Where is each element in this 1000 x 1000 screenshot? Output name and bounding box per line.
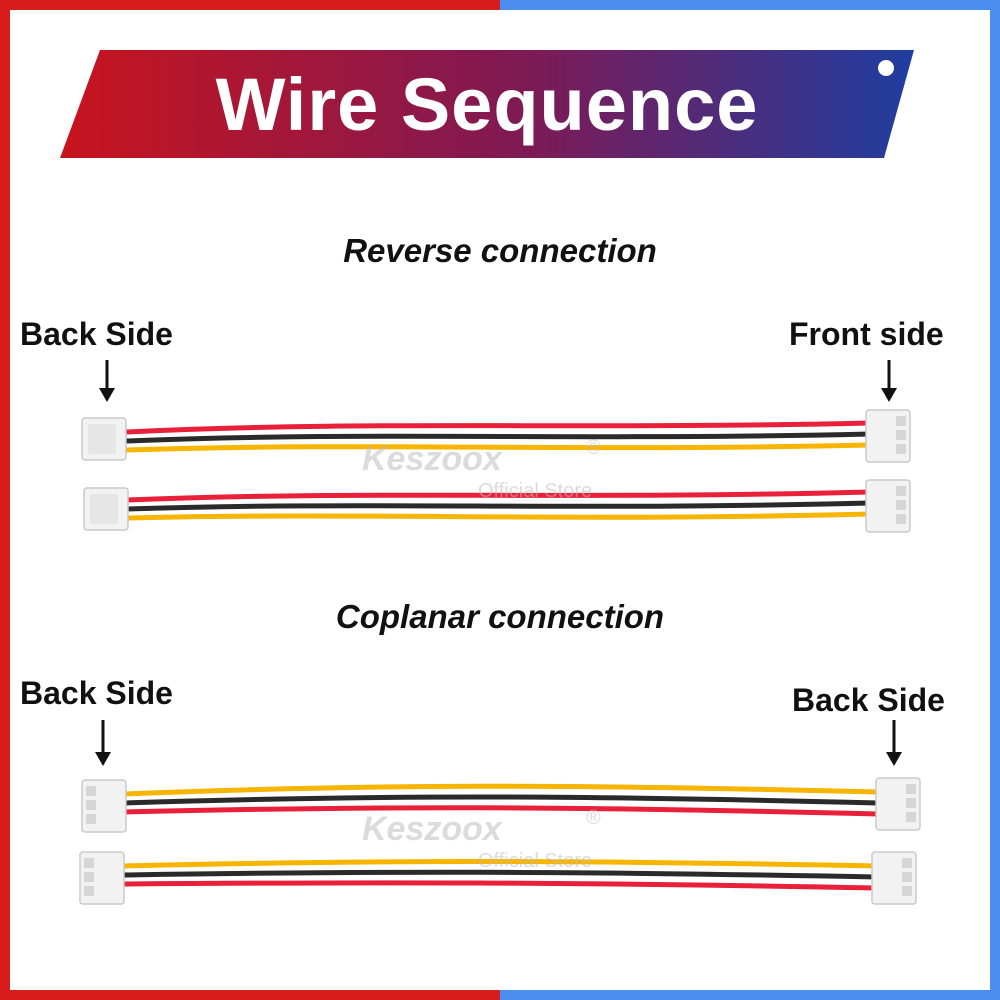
watermark-brand-2: Keszoox [362,810,502,848]
watermark-brand-1: Keszoox [362,440,502,478]
banner-shape [60,50,914,158]
arrow-down-icon [886,720,902,766]
watermark-sub-1: Official Store [478,480,593,502]
frame-left [0,0,10,1000]
cable-reverse-2 [83,479,911,533]
arrow-down-icon [881,360,897,402]
label-front-side: Front side [789,316,944,352]
cable-coplanar-2 [79,851,917,905]
title-banner: Wire Sequence [60,50,914,158]
watermark-sub-2: Official Store [478,850,593,872]
section-title-coplanar: Coplanar connection [335,598,665,635]
arrow-down-icon [99,360,115,402]
page-title: Wire Sequence [215,62,759,146]
section-title-reverse: Reverse connection [343,232,657,269]
frame-bottom [0,990,1000,1000]
watermark-registered-1: ® [586,437,601,459]
frame-right [990,0,1000,1000]
frame-top [0,0,1000,10]
cable-reverse-1 [81,409,911,463]
watermark-registered-2: ® [586,807,601,829]
label-back-side-2: Back Side [20,675,173,711]
arrow-down-icon [95,720,111,766]
label-back-side-3: Back Side [792,682,945,718]
label-back-side-1: Back Side [20,316,173,352]
cable-coplanar-1 [81,777,921,833]
banner-hole-icon [878,60,894,76]
